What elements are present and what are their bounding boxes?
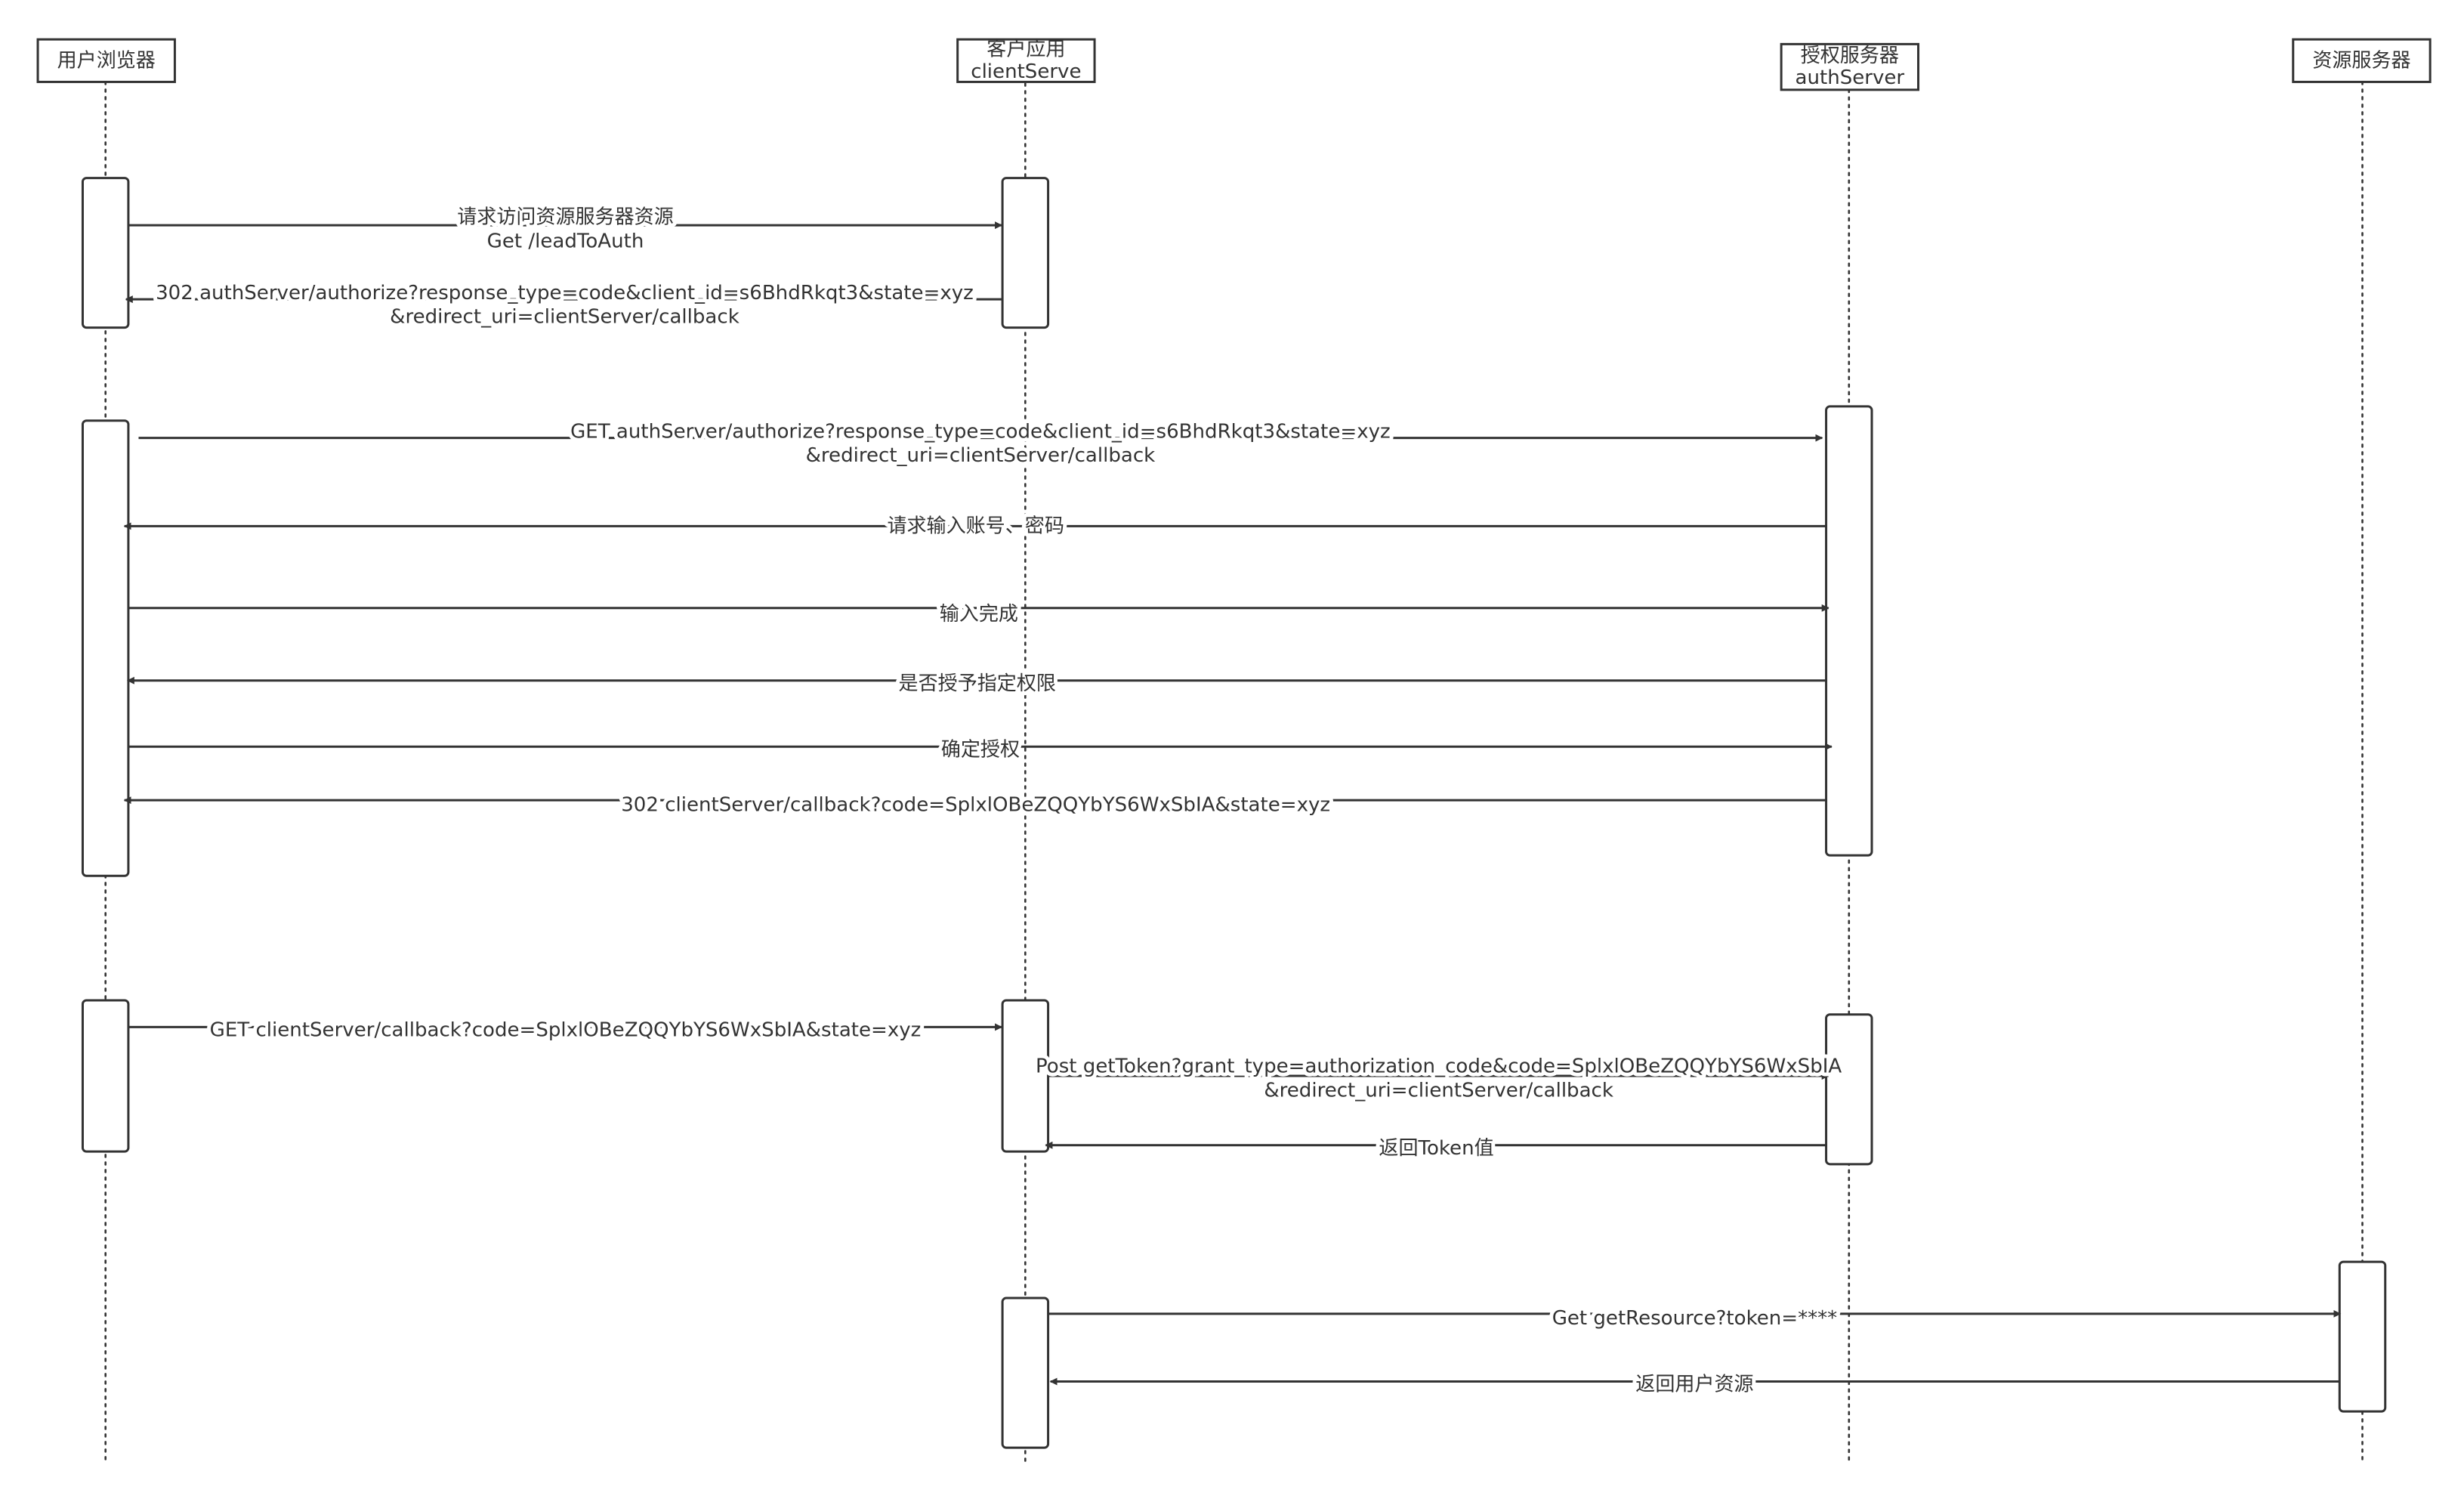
message-label: 返回用户资源 xyxy=(1635,1374,1753,1396)
activation-bar-auth xyxy=(1825,405,1873,857)
message-label: GET clientServer/callback?code=SplxlOBeZ… xyxy=(210,1019,922,1042)
message-label: &redirect_uri=clientServer/callback xyxy=(1264,1079,1613,1102)
message-label: 输入完成 xyxy=(940,603,1018,626)
message-label: 是否授予指定权限 xyxy=(899,672,1056,695)
participant-box-resource xyxy=(2292,38,2432,83)
activation-bar-client xyxy=(1001,999,1050,1153)
activation-bar-auth xyxy=(1825,1013,1873,1166)
participant-box-auth xyxy=(1780,42,1920,91)
message-label: 返回Token值 xyxy=(1379,1137,1493,1160)
message-label: &redirect_uri=clientServer/callback xyxy=(806,444,1156,467)
message-label: 302 clientServer/callback?code=SplxlOBeZ… xyxy=(621,793,1330,816)
participant-label-client: 客户应用 xyxy=(987,39,1065,61)
message-label: Post getToken?grant_type=authorization_c… xyxy=(1036,1055,1842,1078)
message-label: &redirect_uri=clientServer/callback xyxy=(390,306,740,329)
message-label: 请求访问资源服务器资源 xyxy=(457,206,674,229)
participant-label-auth: 授权服务器 xyxy=(1801,45,1899,67)
message-label: Get /leadToAuth xyxy=(487,230,644,253)
activation-bar-browser xyxy=(81,177,130,329)
message-label: Get getResource?token=**** xyxy=(1552,1307,1838,1330)
participant-box-client xyxy=(956,38,1096,83)
activation-bar-browser xyxy=(81,999,130,1153)
activation-bar-client xyxy=(1001,177,1050,329)
participant-label-auth: authServer xyxy=(1796,66,1905,89)
activation-bar-browser xyxy=(81,419,130,877)
participant-label-resource: 资源服务器 xyxy=(2312,49,2410,72)
message-label: 302 authServer/authorize?response_type=c… xyxy=(156,282,974,304)
participant-box-browser xyxy=(36,38,176,83)
message-label: 请求输入账号、密码 xyxy=(887,515,1064,537)
activation-bar-resource xyxy=(2338,1260,2387,1413)
message-label: GET authServer/authorize?response_type=c… xyxy=(570,420,1391,443)
participant-label-browser: 用户浏览器 xyxy=(57,49,156,72)
participant-label-client: clientServe xyxy=(971,60,1081,83)
activation-bar-client xyxy=(1001,1296,1050,1449)
message-label: 确定授权 xyxy=(941,738,1020,761)
